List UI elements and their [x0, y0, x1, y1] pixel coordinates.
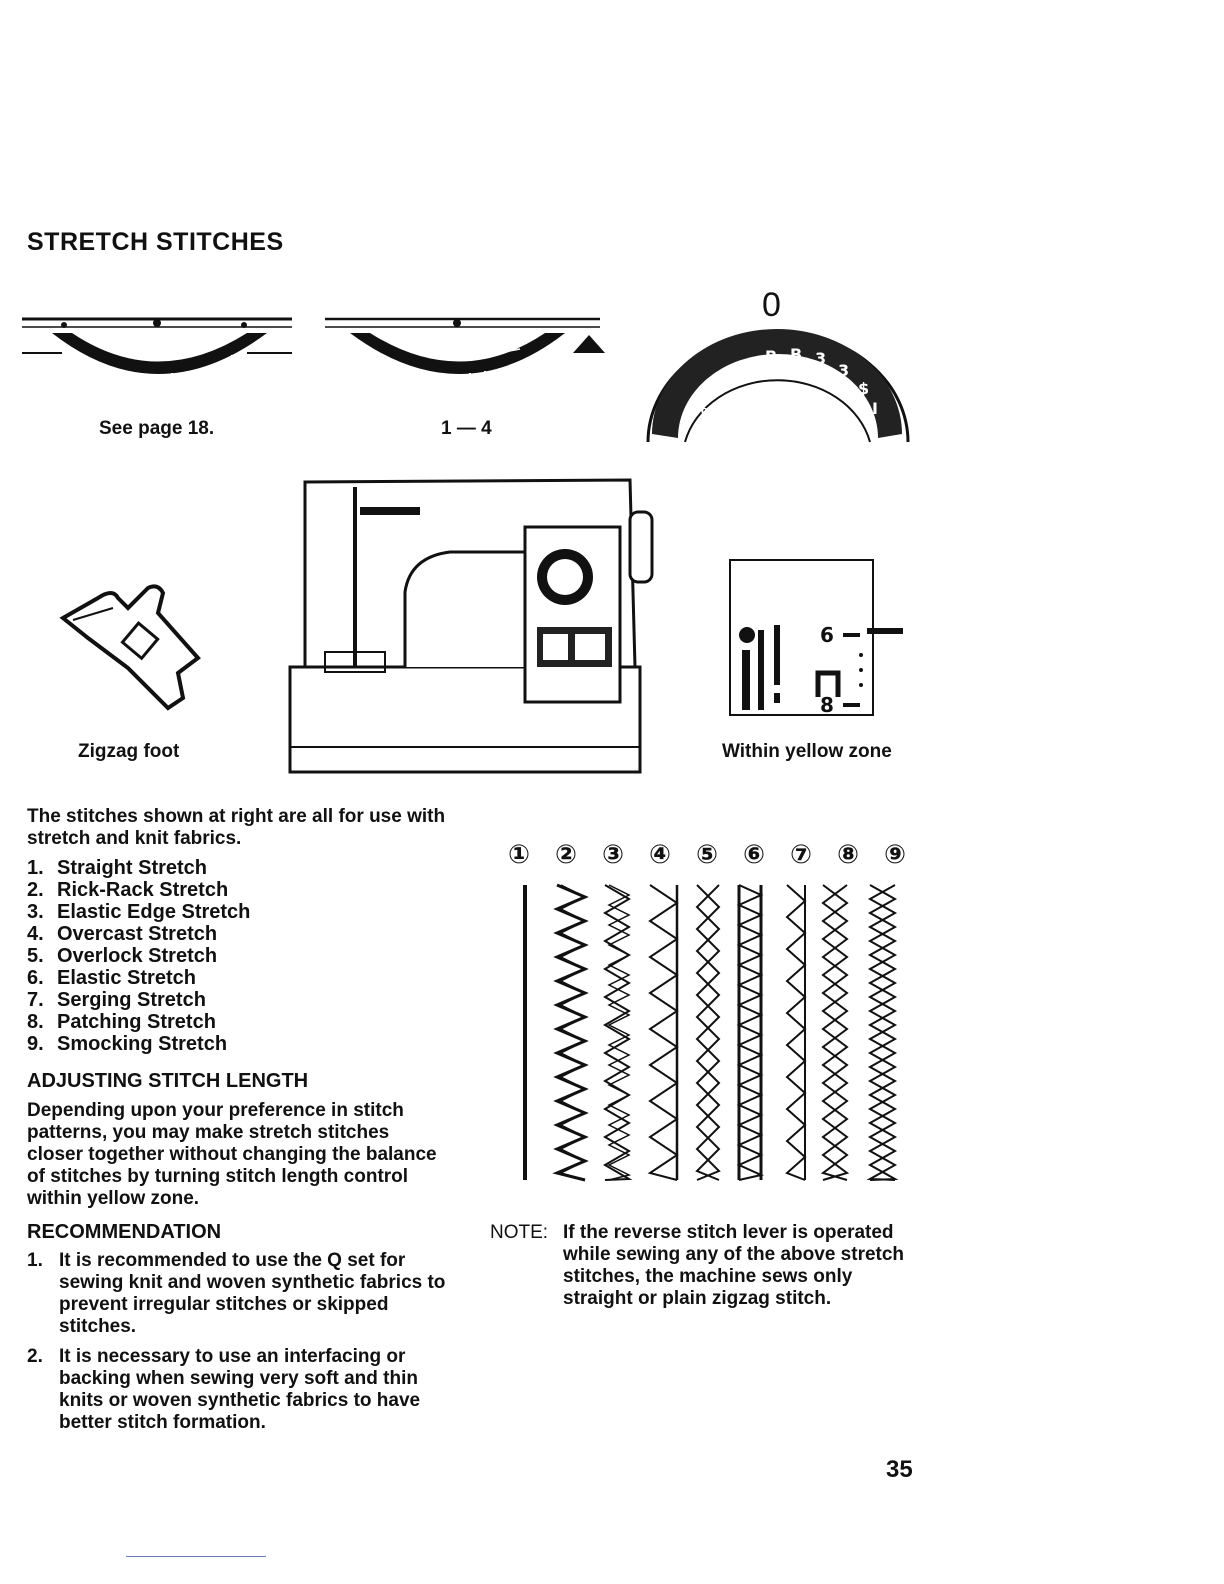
stitch-pattern-5b — [695, 884, 721, 1181]
page-title: STRETCH STITCHES — [27, 228, 284, 256]
indicator-caption: Within yellow zone — [722, 741, 892, 762]
stitch-pattern-9 — [867, 884, 899, 1181]
dial-left-caption: See page 18. — [99, 418, 215, 439]
stitch-pattern-3-inner — [607, 884, 632, 1181]
stitch-pattern-6 — [736, 884, 765, 1181]
list-item: 2.Rick-Rack Stretch — [27, 879, 229, 901]
svg-text:%: % — [715, 375, 731, 394]
footer-rule — [126, 1556, 266, 1557]
stitch-patterns-illustration — [523, 883, 899, 1182]
stitch-number-7: ⑦ — [790, 840, 813, 870]
stitch-number-5: ⑤ — [696, 840, 719, 870]
stitch-pattern-3 — [603, 884, 633, 1181]
list-item: 4.Overcast Stretch — [27, 923, 218, 945]
list-item: 6.Elastic Stretch — [27, 967, 196, 989]
svg-text:3: 3 — [815, 349, 826, 368]
adjusting-text: Depending upon your preference in stitch… — [27, 1100, 437, 1209]
dial-mid-caption: 1 — 4 — [441, 418, 492, 439]
svg-text:3: 3 — [838, 361, 849, 380]
stitch-number-9: ⑨ — [884, 840, 907, 870]
svg-text:$: $ — [858, 379, 869, 398]
stitch-pattern-8b — [821, 884, 850, 1181]
svg-text:%: % — [692, 399, 708, 418]
note-text: If the reverse stitch lever is operated … — [563, 1222, 905, 1309]
stitch-number-6: ⑥ — [743, 840, 766, 870]
adjusting-heading: ADJUSTING STITCH LENGTH — [27, 1070, 309, 1092]
list-item: 7.Serging Stretch — [27, 989, 206, 1011]
stitch-pattern-7 — [785, 884, 807, 1181]
zigzag-foot-illustration — [59, 584, 201, 711]
stitch-number-8: ⑧ — [837, 840, 860, 870]
list-item: 3.Elastic Edge Stretch — [27, 901, 251, 923]
list-item: 9.Smocking Stretch — [27, 1033, 228, 1055]
svg-text:B: B — [790, 345, 802, 364]
page-number: 35 — [886, 1456, 913, 1483]
stitch-length-indicator-illustration: 6 8 — [729, 559, 903, 717]
stitch-pattern-5 — [695, 884, 721, 1181]
stitch-pattern-9b — [866, 884, 898, 1181]
stitch-length-dial-illustration — [22, 317, 292, 388]
stitch-number-1: ① — [508, 840, 531, 870]
stitch-number-4: ④ — [649, 840, 672, 870]
list-item: 8.Patching Stretch — [27, 1011, 216, 1033]
stitch-list: 1.Straight Stretch 2.Rick-Rack Stretch 3… — [27, 857, 250, 1055]
stitch-number-2: ② — [555, 840, 578, 870]
note-label: NOTE: — [490, 1222, 549, 1243]
svg-text:B: B — [765, 347, 777, 366]
indicator-top-number: 6 — [820, 623, 834, 647]
stitch-pattern-2-inner — [558, 884, 587, 1181]
recommendation-list: 1.It is recommended to use the Q set for… — [27, 1250, 447, 1442]
stitch-pattern-2 — [552, 883, 589, 1182]
recommendation-heading: RECOMMENDATION — [27, 1221, 222, 1243]
stitch-pattern-4 — [647, 884, 679, 1181]
foot-caption: Zigzag foot — [78, 741, 180, 762]
svg-text:V: V — [740, 357, 753, 376]
list-item: 1.Straight Stretch — [27, 857, 208, 879]
svg-text:I: I — [872, 399, 878, 418]
sewing-machine-illustration — [288, 478, 654, 774]
list-item: 1.It is recommended to use the Q set for… — [27, 1250, 446, 1337]
list-item: 5.Overlock Stretch — [27, 945, 218, 967]
selector-top-mark: 0 — [762, 286, 781, 324]
list-item: 2.It is necessary to use an interfacing … — [27, 1346, 421, 1433]
stitch-number-3: ③ — [602, 840, 625, 870]
indicator-bottom-number: 8 — [820, 693, 834, 717]
intro-text: The stitches shown at right are all for … — [27, 806, 446, 849]
stitch-width-dial-illustration — [325, 317, 605, 388]
